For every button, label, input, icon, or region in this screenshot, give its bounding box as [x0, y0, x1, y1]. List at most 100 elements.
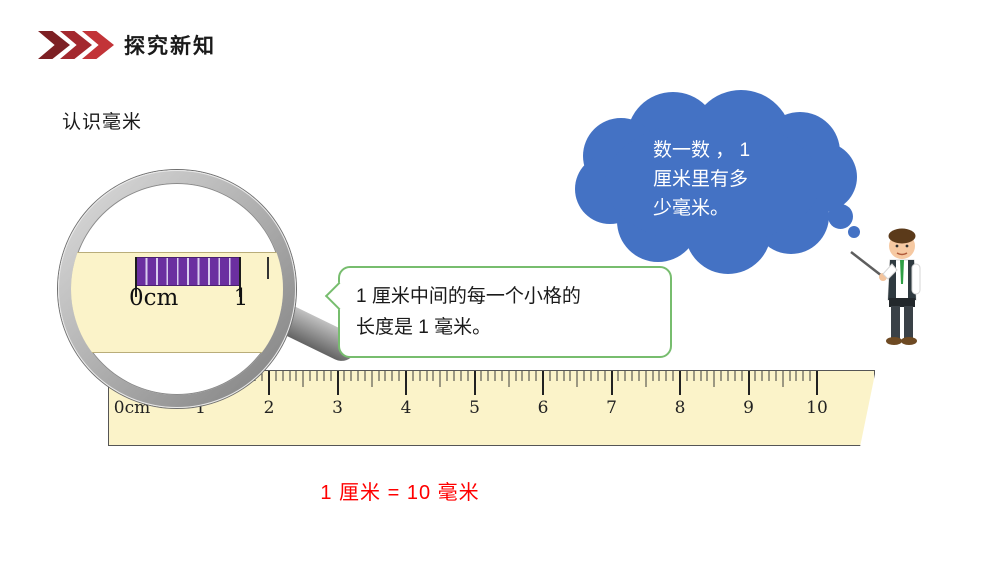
ruler-tick	[309, 371, 311, 381]
speech-bubble: 1 厘米中间的每一个小格的 长度是 1 毫米。	[338, 266, 672, 358]
millimeter-stripes	[136, 257, 240, 286]
cloud-line: 数一数 ， 1	[653, 140, 751, 161]
ruler-tick	[686, 371, 688, 381]
ruler-number: 6	[537, 398, 549, 418]
chevrons-icon	[38, 31, 114, 59]
ruler-number: 7	[606, 398, 617, 418]
ruler-tick	[316, 371, 318, 381]
ruler-tick	[665, 371, 667, 381]
zoomed-zero-label: 0cm	[129, 285, 179, 311]
section-label: 认识毫米	[62, 112, 143, 133]
shoe	[886, 337, 902, 345]
ruler-tick	[583, 371, 585, 381]
slide-title: 探究新知	[124, 35, 216, 58]
ruler-tick	[330, 371, 332, 381]
ruler-tick	[350, 371, 352, 381]
magnifier-lens: 0cm 1	[71, 183, 283, 395]
ruler-tick	[720, 371, 722, 381]
ruler-tick	[789, 371, 791, 381]
zoomed-cm-tick	[239, 257, 241, 297]
ruler-tick	[741, 371, 743, 381]
ruler-tick	[569, 371, 571, 381]
ruler-number: 9	[743, 398, 754, 418]
ruler-tick	[371, 371, 373, 387]
ruler-tick	[727, 371, 729, 381]
ruler-tick	[453, 371, 455, 381]
ruler-tick	[713, 371, 715, 387]
ruler-tick	[508, 371, 510, 387]
ruler-tick	[576, 371, 578, 387]
ruler-number: 1	[195, 398, 206, 418]
eye	[905, 244, 909, 248]
speech-line: 1 厘米中间的每一个小格的	[356, 286, 581, 307]
ruler-tick	[549, 371, 551, 381]
ruler-tick	[473, 371, 476, 395]
ruler-tick	[336, 371, 339, 395]
ruler-tick	[761, 371, 763, 381]
ruler-tick	[480, 371, 482, 381]
ruler-tick	[563, 371, 565, 381]
ruler-number: 5	[469, 398, 480, 418]
ruler-tick	[494, 371, 496, 381]
leg	[904, 306, 913, 339]
ruler-tick	[816, 371, 818, 395]
ruler-tick	[405, 371, 407, 395]
ruler-tick	[446, 371, 448, 381]
ruler-tick	[597, 371, 599, 381]
ruler-tick	[734, 371, 736, 381]
ruler-tick	[268, 371, 270, 395]
magnifier: 0cm 1	[58, 170, 296, 408]
ruler-tick	[289, 371, 291, 381]
pointer-stick	[850, 251, 883, 277]
ruler-tick	[487, 371, 489, 381]
teacher-character	[850, 224, 942, 352]
ruler-tick	[521, 371, 523, 381]
ruler-number: 10	[806, 398, 828, 418]
ruler-tick	[638, 371, 640, 381]
ruler-tick	[617, 371, 619, 381]
ruler-number: 4	[400, 398, 412, 418]
ruler-tick	[261, 371, 263, 381]
ruler-tick	[768, 371, 770, 381]
cloud-line: 少毫米。	[653, 198, 730, 219]
ruler-tick	[302, 371, 304, 387]
ruler-tick	[426, 371, 428, 381]
ruler-edge-cut	[860, 369, 876, 447]
ruler-tick	[679, 371, 681, 395]
ruler-tick	[501, 371, 503, 381]
ruler-tick	[384, 371, 386, 381]
ruler-number: 2	[263, 398, 275, 418]
ruler-tick	[391, 371, 393, 381]
ruler-tick	[439, 371, 441, 387]
cloud-line: 厘米里有多	[653, 169, 749, 190]
cloud-tail-bubble	[828, 204, 853, 229]
arm	[882, 263, 898, 280]
ruler-tick	[378, 371, 380, 381]
ruler-tick	[645, 371, 647, 387]
ruler-tick	[515, 371, 517, 381]
header: 探究新知	[38, 30, 216, 60]
ruler-tick	[624, 371, 626, 381]
ruler-tick	[343, 371, 345, 381]
zoomed-cm-tick	[135, 257, 137, 297]
ruler-tick	[610, 371, 613, 395]
shoe	[901, 337, 917, 345]
ruler-tick	[590, 371, 592, 381]
ruler-tick	[398, 371, 400, 381]
cloud-body	[605, 120, 820, 245]
ruler-tick	[658, 371, 660, 381]
ruler-tick	[535, 371, 537, 381]
thought-cloud: 数一数 ， 1 厘米里有多 少毫米。	[575, 90, 857, 282]
ruler-tick	[528, 371, 530, 381]
belt	[889, 298, 915, 307]
formula-text: 1 厘米 = 10 毫米	[320, 482, 480, 504]
ruler-tick	[672, 371, 674, 381]
cloud-tail-bubble	[848, 226, 860, 238]
ruler-tick	[419, 371, 421, 381]
ruler-tick	[693, 371, 695, 381]
ruler-tick	[706, 371, 708, 381]
zoomed-half-tick	[267, 257, 269, 279]
ruler-tick	[275, 371, 277, 381]
ruler-tick	[782, 371, 784, 387]
